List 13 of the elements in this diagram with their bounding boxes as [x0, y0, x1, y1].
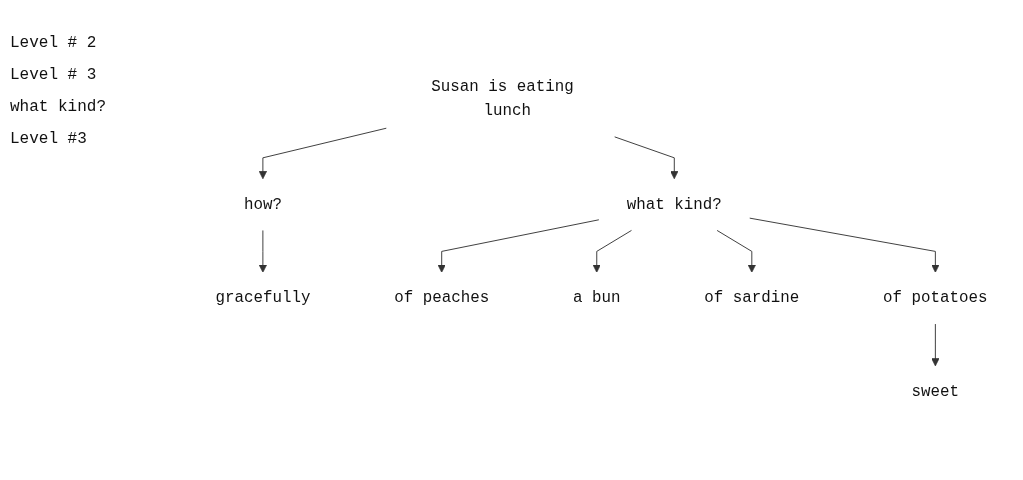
node-text: how?	[243, 196, 282, 214]
level-note: what kind?	[10, 98, 107, 116]
node-text: Susan is eating lunch	[431, 78, 574, 121]
node-text: what kind?	[626, 196, 722, 214]
node-text: sweet	[911, 383, 960, 401]
level-note: Level #3	[10, 130, 88, 148]
node-text: of potatoes	[883, 289, 988, 308]
level-note: Level # 2	[10, 34, 98, 52]
node-text: a bun	[573, 289, 621, 308]
node-text: of sardine	[704, 289, 800, 308]
node-text: gracefully	[215, 289, 311, 308]
node-text: of peaches	[394, 289, 490, 308]
level-note: Level # 3	[10, 66, 98, 84]
